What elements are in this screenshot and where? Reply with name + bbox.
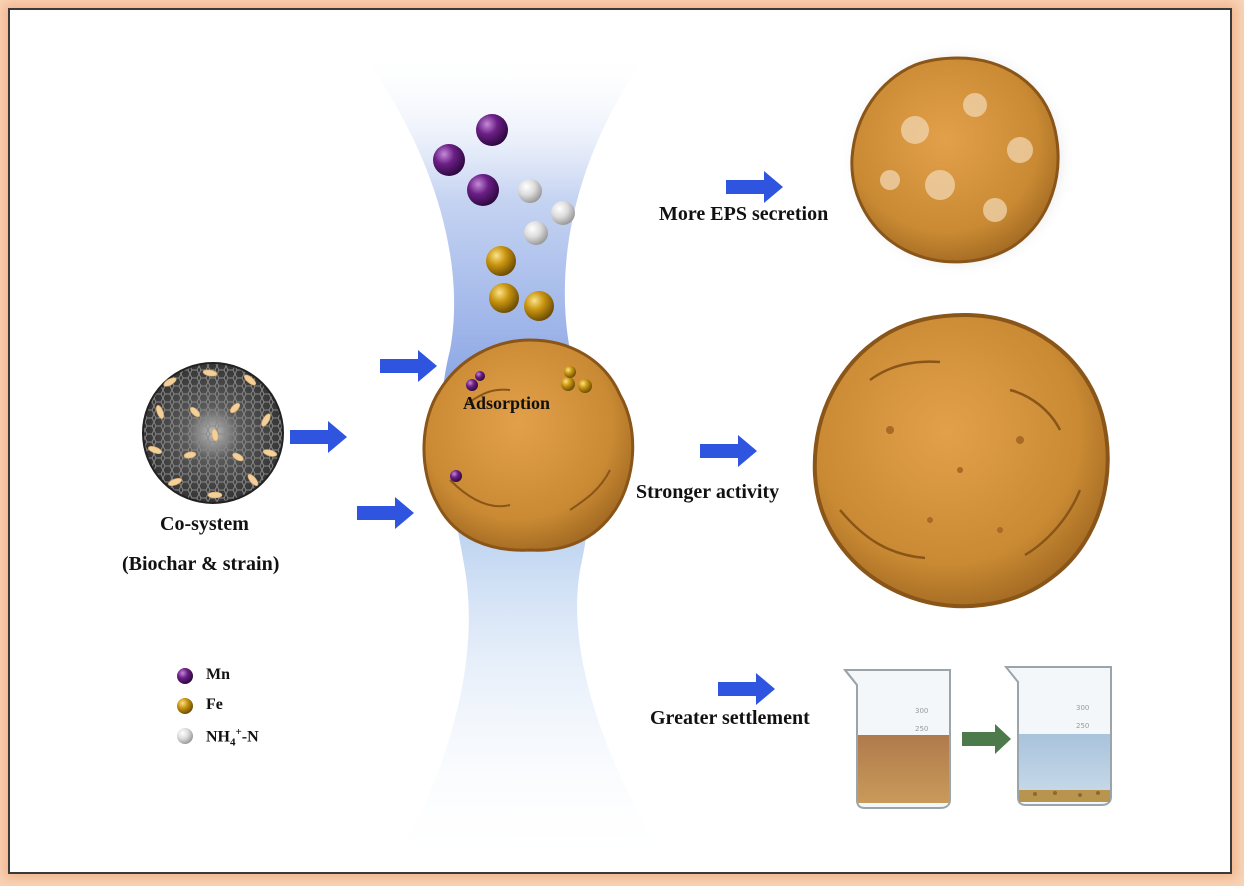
arrow-icon — [700, 435, 757, 467]
active-floc — [812, 312, 1110, 609]
beaker-mark: 300 — [1076, 704, 1089, 712]
biochar-particle — [142, 362, 284, 504]
beaker-mark: 250 — [915, 725, 928, 733]
legend-nh4-label: NH4+-N — [206, 726, 259, 749]
mn-ion — [476, 114, 508, 146]
co-system-label: Co-system — [160, 513, 249, 535]
process-arrows — [290, 171, 783, 705]
diagram-canvas: 300 250 300 250 — [142, 42, 1112, 870]
nh4-sub: 4 — [230, 736, 236, 749]
diagram-frame: 300 250 300 250 Co-system (Biochar & str… — [8, 8, 1232, 874]
arrow-icon — [380, 350, 437, 382]
legend-mn-label: Mn — [206, 666, 230, 683]
arrow-icon — [357, 497, 414, 529]
legend-fe-label: Fe — [206, 696, 223, 713]
stronger-activity-label: Stronger activity — [636, 481, 780, 503]
more-eps-label: More EPS secretion — [659, 203, 829, 225]
nh4-ion — [551, 201, 575, 225]
biochar-strain-label: (Biochar & strain) — [122, 553, 280, 575]
mn-ion — [467, 174, 499, 206]
arrow-icon — [718, 673, 775, 705]
nh4-ion — [524, 221, 548, 245]
fe-ion — [489, 283, 519, 313]
adsorption-label: Adsorption — [463, 393, 551, 413]
nh4-sup: + — [235, 726, 242, 738]
beaker-after — [1003, 666, 1112, 806]
nh4-ion — [518, 179, 542, 203]
fe-ion — [524, 291, 554, 321]
beaker-before — [842, 669, 951, 809]
arrow-icon — [726, 171, 783, 203]
mn-ion — [433, 144, 465, 176]
fe-ion — [486, 246, 516, 276]
legend-fe-icon — [177, 698, 193, 714]
arrow-icon — [290, 421, 347, 453]
nh4-base: NH — [206, 728, 230, 746]
legend-mn-icon — [177, 668, 193, 684]
central-floc — [422, 338, 635, 552]
eps-floc — [840, 42, 1076, 278]
beaker-mark: 250 — [1076, 722, 1089, 730]
green-arrow-icon — [962, 724, 1011, 754]
greater-settlement-label: Greater settlement — [650, 707, 810, 729]
ion-stream — [433, 114, 575, 321]
legend-nh4-icon — [177, 728, 193, 744]
nh4-suffix: -N — [241, 728, 259, 746]
beaker-mark: 300 — [915, 707, 928, 715]
